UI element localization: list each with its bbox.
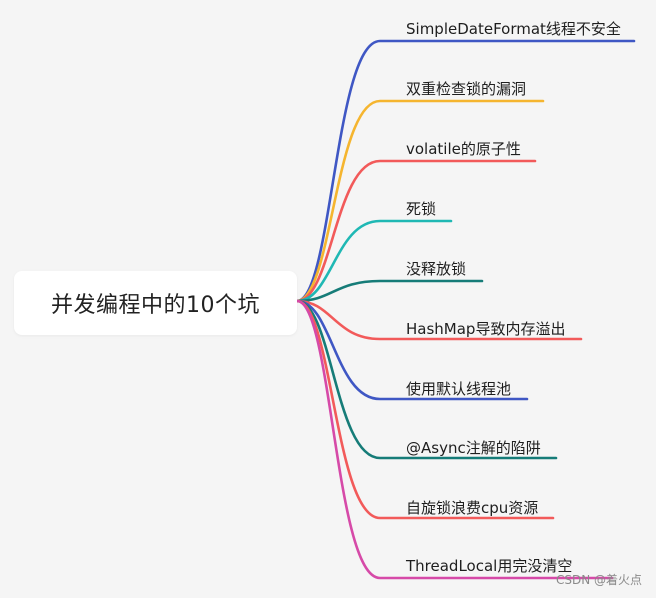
branch-connector-3 bbox=[295, 159, 537, 303]
branch-label-3[interactable]: volatile的原子性 bbox=[406, 140, 521, 158]
branch-label-2[interactable]: 双重检查锁的漏洞 bbox=[406, 80, 527, 98]
branch-label-4[interactable]: 死锁 bbox=[406, 200, 437, 218]
branch-connector-2 bbox=[295, 99, 545, 303]
branch-label-5[interactable]: 没释放锁 bbox=[406, 260, 467, 278]
branch-label-1[interactable]: SimpleDateFormat线程不安全 bbox=[406, 20, 621, 38]
branch-label-6[interactable]: HashMap导致内存溢出 bbox=[406, 320, 566, 338]
branch-label-8[interactable]: @Async注解的陷阱 bbox=[406, 439, 541, 457]
watermark: CSDN @着火点 bbox=[555, 573, 642, 587]
branch-label-7[interactable]: 使用默认线程池 bbox=[406, 380, 512, 398]
branch-label-10[interactable]: ThreadLocal用完没清空 bbox=[406, 557, 573, 575]
branch-connector-8 bbox=[295, 299, 558, 460]
branch-connector-1 bbox=[295, 39, 636, 303]
branch-connector-4 bbox=[295, 219, 453, 303]
branch-label-9[interactable]: 自旋锁浪费cpu资源 bbox=[406, 499, 539, 517]
root-node[interactable]: 并发编程中的10个坑 bbox=[14, 271, 297, 335]
branch-connector-6 bbox=[295, 299, 583, 341]
root-label: 并发编程中的10个坑 bbox=[51, 293, 260, 318]
branch-connector-5 bbox=[295, 279, 484, 303]
branch-connector-10 bbox=[295, 299, 614, 580]
branch-connector-7 bbox=[295, 299, 529, 401]
